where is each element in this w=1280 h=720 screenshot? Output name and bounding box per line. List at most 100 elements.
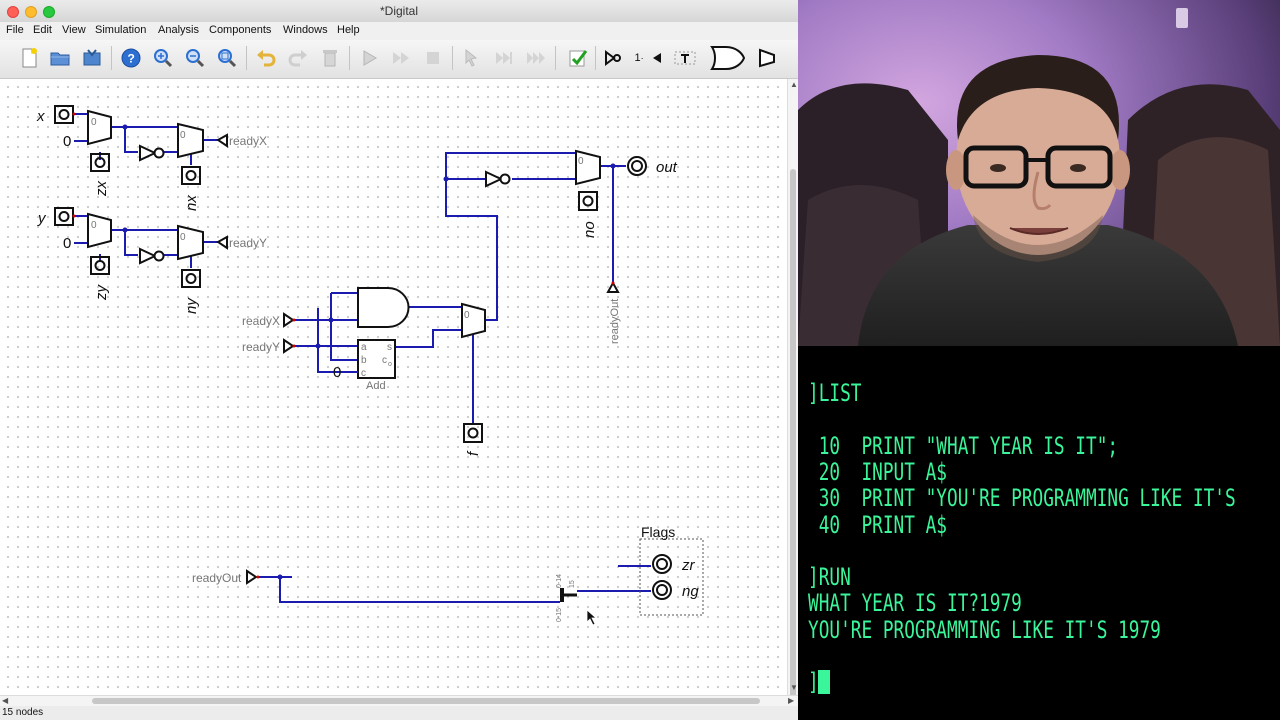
start-simulation-button[interactable] <box>356 45 382 71</box>
save-button[interactable] <box>79 45 105 71</box>
not-gate-y[interactable] <box>139 247 158 265</box>
undo-button[interactable] <box>253 45 279 71</box>
and-gate[interactable] <box>357 287 410 328</box>
probe-icon <box>674 51 696 65</box>
new-button[interactable] <box>16 45 42 71</box>
menu-components[interactable]: Components <box>209 24 272 36</box>
run-to-break-button[interactable] <box>523 45 549 71</box>
splitter-top-left-label: 0-14 <box>556 574 563 588</box>
tunnel-ready-x-in[interactable] <box>283 312 295 328</box>
out-label: out <box>656 159 678 176</box>
minimize-window-button[interactable] <box>25 6 37 18</box>
f-label: f <box>465 450 482 456</box>
svg-text:?: ? <box>128 52 135 66</box>
close-window-button[interactable] <box>7 6 19 18</box>
status-text: 15 nodes <box>2 707 44 718</box>
mux-zy-sel-label: 0 <box>91 220 97 231</box>
zoom-out-button[interactable] <box>182 45 208 71</box>
menu-simulation[interactable]: Simulation <box>95 24 147 36</box>
probe-button[interactable] <box>672 45 698 71</box>
adder[interactable] <box>357 339 396 379</box>
menu-analysis[interactable]: Analysis <box>158 24 199 36</box>
not-gate-button[interactable] <box>601 45 627 71</box>
not-gate-x[interactable] <box>139 144 158 162</box>
apple-basic-terminal[interactable]: ]LIST 10 PRINT "WHAT YEAR IS IT"; 20 INP… <box>798 346 1280 720</box>
vertical-scrollbar[interactable]: ▲ ▼ <box>787 79 798 709</box>
scroll-up-icon[interactable]: ▲ <box>790 80 798 89</box>
input-zx[interactable] <box>90 153 110 172</box>
stop-button[interactable] <box>420 45 446 71</box>
splitter-bottom-label: 0-15 <box>556 608 563 622</box>
or-gate-icon <box>710 46 746 70</box>
input-y[interactable] <box>54 207 74 226</box>
redo-button[interactable] <box>285 45 311 71</box>
input-ny[interactable] <box>181 269 201 288</box>
test-button[interactable] <box>565 45 591 71</box>
or-gate-button[interactable] <box>708 45 748 71</box>
output-out[interactable] <box>627 156 647 176</box>
zoom-fit-button[interactable] <box>214 45 240 71</box>
menu-bar: File Edit View Simulation Analysis Compo… <box>0 22 798 40</box>
mux-no[interactable] <box>575 149 601 186</box>
mux-nx[interactable] <box>177 122 204 159</box>
undo-icon <box>257 50 276 67</box>
run-to-break-icon <box>527 52 545 64</box>
tunnel-ready-y-in[interactable] <box>283 338 295 354</box>
scroll-left-icon[interactable]: ◀ <box>2 696 9 705</box>
output-ng[interactable] <box>652 580 672 600</box>
help-button[interactable]: ? <box>118 45 144 71</box>
menu-view[interactable]: View <box>62 24 86 36</box>
mux-zx[interactable] <box>87 109 112 146</box>
open-button[interactable] <box>47 45 73 71</box>
not-gate-out[interactable] <box>485 170 504 188</box>
tunnel-ready-out-in[interactable] <box>246 569 258 585</box>
input-zy[interactable] <box>90 256 110 275</box>
tunnel-button[interactable] <box>646 45 672 71</box>
input-f[interactable] <box>463 423 483 443</box>
input-nx[interactable] <box>181 166 201 185</box>
vertical-scroll-thumb[interactable] <box>790 169 796 709</box>
speed-icon <box>496 52 512 64</box>
scroll-right-icon[interactable]: ▶ <box>788 696 795 705</box>
maximize-window-button[interactable] <box>43 6 55 18</box>
mux-zy[interactable] <box>87 212 112 249</box>
tunnel-ready-x[interactable] <box>216 133 228 148</box>
redo-icon <box>288 50 307 67</box>
horizontal-scrollbar[interactable]: ◀ ▶ <box>0 695 798 706</box>
adder-b-label: b <box>361 355 367 366</box>
mux-ny[interactable] <box>177 224 204 261</box>
not-gate-icon <box>605 50 621 66</box>
step-icon <box>393 52 409 64</box>
zoom-in-button[interactable] <box>150 45 176 71</box>
output-zr[interactable] <box>652 554 672 574</box>
presenter-image <box>798 0 1280 346</box>
horizontal-scroll-thumb[interactable] <box>92 698 760 704</box>
input-x[interactable] <box>54 105 74 124</box>
scroll-down-icon[interactable]: ▼ <box>790 683 798 692</box>
menu-windows[interactable]: Windows <box>283 24 328 36</box>
stop-icon <box>427 52 439 64</box>
analysis-button[interactable] <box>459 45 485 71</box>
tunnel-ready-out[interactable] <box>606 280 620 293</box>
tunnel-icon <box>653 53 661 63</box>
mux-f[interactable] <box>461 302 486 339</box>
zero-constant-x: 0 <box>63 133 71 150</box>
mux-ny-sel-label: 0 <box>180 232 186 243</box>
tunnel-ready-y[interactable] <box>216 235 228 250</box>
adder-s-label: s <box>387 342 392 353</box>
input-no[interactable] <box>578 191 598 211</box>
delete-button[interactable] <box>317 45 343 71</box>
speed-button[interactable] <box>491 45 517 71</box>
constant-button[interactable]: 1 · <box>634 52 644 64</box>
menu-help[interactable]: Help <box>337 24 360 36</box>
circuit-canvas[interactable]: x 0 0 zx 0 nx readyX y 0 0 <box>0 79 787 695</box>
delete-icon <box>323 50 337 67</box>
zoom-in-icon <box>154 49 173 68</box>
help-icon: ? <box>121 48 141 68</box>
menu-file[interactable]: File <box>6 24 24 36</box>
menu-edit[interactable]: Edit <box>33 24 52 36</box>
step-button[interactable] <box>388 45 414 71</box>
test-icon <box>569 50 588 67</box>
status-bar: 15 nodes <box>0 706 798 720</box>
driver-button[interactable] <box>754 45 780 71</box>
